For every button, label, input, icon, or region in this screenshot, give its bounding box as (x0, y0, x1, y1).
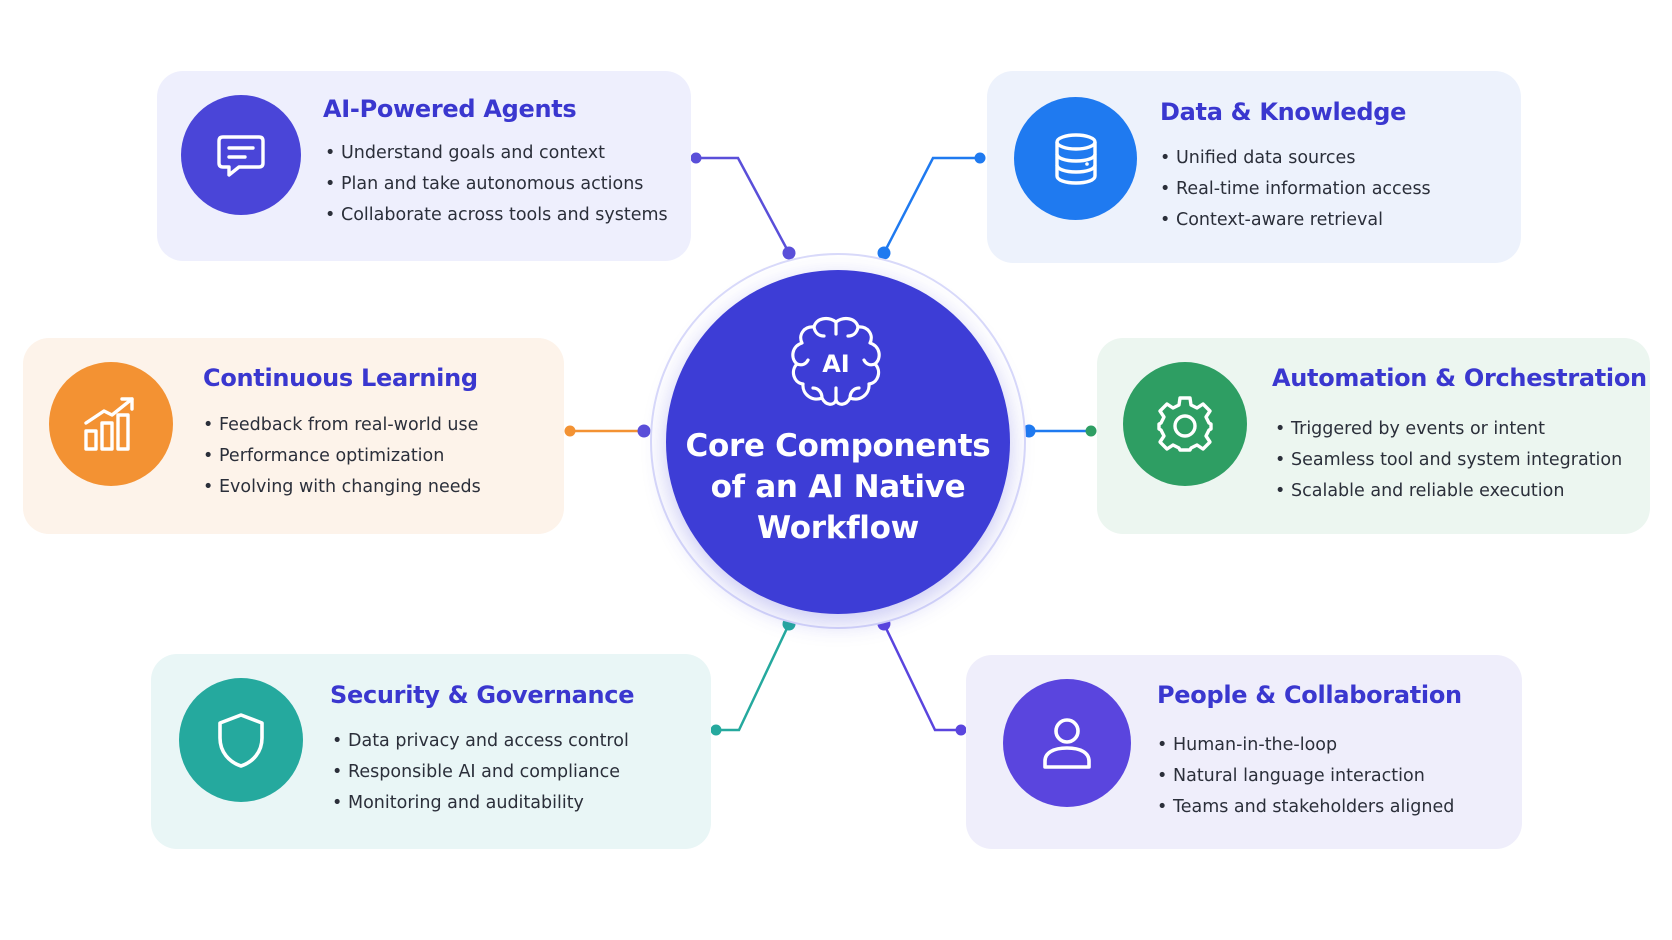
card-bullet-list: Data privacy and access control Responsi… (332, 726, 629, 819)
list-item: Teams and stakeholders aligned (1157, 792, 1454, 823)
list-item: Unified data sources (1160, 143, 1431, 174)
list-item: Triggered by events or intent (1275, 414, 1622, 445)
card-icon-circle (1014, 97, 1137, 220)
list-item: Understand goals and context (325, 138, 668, 169)
card-icon-circle (49, 362, 173, 486)
list-item: Responsible AI and compliance (332, 757, 629, 788)
list-item: Seamless tool and system integration (1275, 445, 1622, 476)
card-automation-orchestration: Automation & Orchestration Triggered by … (1097, 338, 1650, 534)
card-title: Data & Knowledge (1160, 98, 1407, 126)
connector-data (877, 152, 986, 260)
card-security-governance: Security & Governance Data privacy and a… (151, 654, 711, 849)
connector-people (877, 617, 967, 736)
connector-learning (564, 424, 651, 438)
hub-title-line-2: of an AI Native (710, 469, 966, 505)
card-bullet-list: Understand goals and context Plan and ta… (325, 138, 668, 231)
connector-automation (1022, 424, 1097, 438)
list-item: Human-in-the-loop (1157, 730, 1454, 761)
card-ai-powered-agents: AI-Powered Agents Understand goals and c… (157, 71, 691, 261)
card-continuous-learning: Continuous Learning Feedback from real-w… (23, 338, 564, 534)
card-icon-circle (1123, 362, 1247, 486)
card-title: Automation & Orchestration (1272, 364, 1647, 392)
list-item: Real-time information access (1160, 174, 1431, 205)
person-icon (1043, 718, 1091, 769)
card-title: People & Collaboration (1157, 681, 1462, 709)
card-icon-circle (179, 678, 303, 802)
card-bullet-list: Feedback from real-world use Performance… (203, 410, 481, 503)
list-item: Data privacy and access control (332, 726, 629, 757)
card-title: AI-Powered Agents (323, 95, 577, 123)
list-item: Scalable and reliable execution (1275, 476, 1622, 507)
card-bullet-list: Triggered by events or intent Seamless t… (1275, 414, 1622, 507)
brain-ai-icon: AI (791, 316, 881, 406)
card-icon-circle (1003, 679, 1131, 807)
database-icon (1054, 132, 1097, 185)
brain-icon-label: AI (822, 350, 850, 378)
list-item: Collaborate across tools and systems (325, 200, 668, 231)
connector-agents (690, 152, 796, 260)
gear-icon (1157, 396, 1213, 452)
hub-title-line-1: Core Components (685, 428, 991, 464)
hub-circle (666, 270, 1010, 614)
card-title: Continuous Learning (203, 364, 478, 392)
list-item: Monitoring and auditability (332, 788, 629, 819)
shield-icon (218, 713, 264, 768)
chat-bubble-icon (217, 135, 265, 177)
card-icon-circle (181, 95, 301, 215)
card-data-knowledge: Data & Knowledge Unified data sources Re… (987, 71, 1521, 263)
list-item: Context-aware retrieval (1160, 205, 1431, 236)
list-item: Feedback from real-world use (203, 410, 481, 441)
card-title: Security & Governance (330, 681, 635, 709)
list-item: Plan and take autonomous actions (325, 169, 668, 200)
list-item: Natural language interaction (1157, 761, 1454, 792)
card-bullet-list: Unified data sources Real-time informati… (1160, 143, 1431, 236)
card-bullet-list: Human-in-the-loop Natural language inter… (1157, 730, 1454, 823)
connector-security (710, 617, 796, 736)
list-item: Performance optimization (203, 441, 481, 472)
growth-chart-icon (84, 397, 134, 451)
card-people-collaboration: People & Collaboration Human-in-the-loop… (966, 655, 1522, 849)
hub-title: Core Components of an AI Native Workflow (680, 426, 996, 549)
hub-title-line-3: Workflow (757, 510, 919, 546)
list-item: Evolving with changing needs (203, 472, 481, 503)
